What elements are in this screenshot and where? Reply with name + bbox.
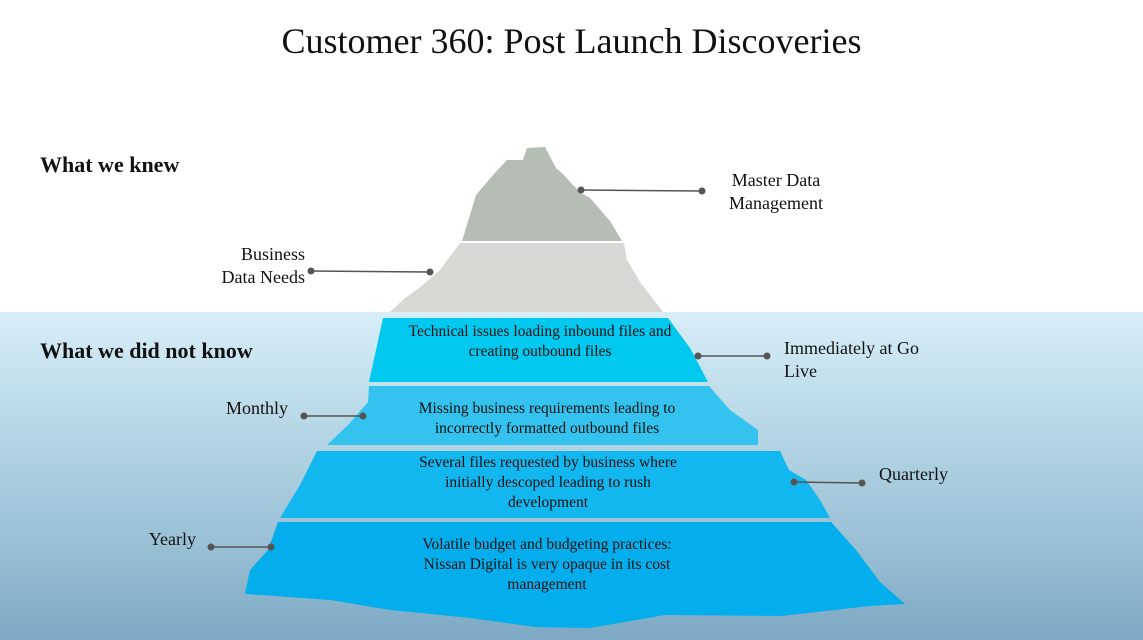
heading-what-we-knew: What we knew (40, 152, 180, 177)
tier-1-shape (369, 318, 708, 382)
tier-3-text: Several files requested by business wher… (419, 454, 677, 511)
tier-2-shape (327, 386, 758, 445)
connector-upper (307, 267, 434, 276)
tier-4-shape (245, 522, 905, 628)
tier-3-shape (280, 451, 830, 518)
tier-4-timing: Yearly (148, 529, 196, 549)
tier-1-timing: Immediately at Go Live (784, 338, 919, 381)
page-title: Customer 360: Post Launch Discoveries (281, 21, 862, 61)
connector-tier-2 (300, 412, 367, 420)
connector-tier-1 (694, 352, 771, 360)
tier-3-timing: Quarterly (879, 464, 948, 484)
iceberg-upper (390, 243, 663, 312)
connector-tier-4 (207, 543, 275, 551)
label-business-data-needs: Business Data Needs (221, 244, 305, 287)
tier-1-text: Technical issues loading inbound files a… (408, 323, 672, 360)
iceberg-peak (462, 147, 622, 241)
tier-2-timing: Monthly (225, 398, 288, 418)
heading-what-we-did-not-know: What we did not know (40, 338, 253, 363)
label-master-data-management: Master Data Management (729, 170, 823, 213)
connector-peak (577, 186, 706, 195)
tier-4-text: Volatile budget and budgeting practices:… (422, 536, 672, 593)
connector-tier-3 (790, 478, 866, 487)
tier-2-text: Missing business requirements leading to… (418, 400, 676, 437)
